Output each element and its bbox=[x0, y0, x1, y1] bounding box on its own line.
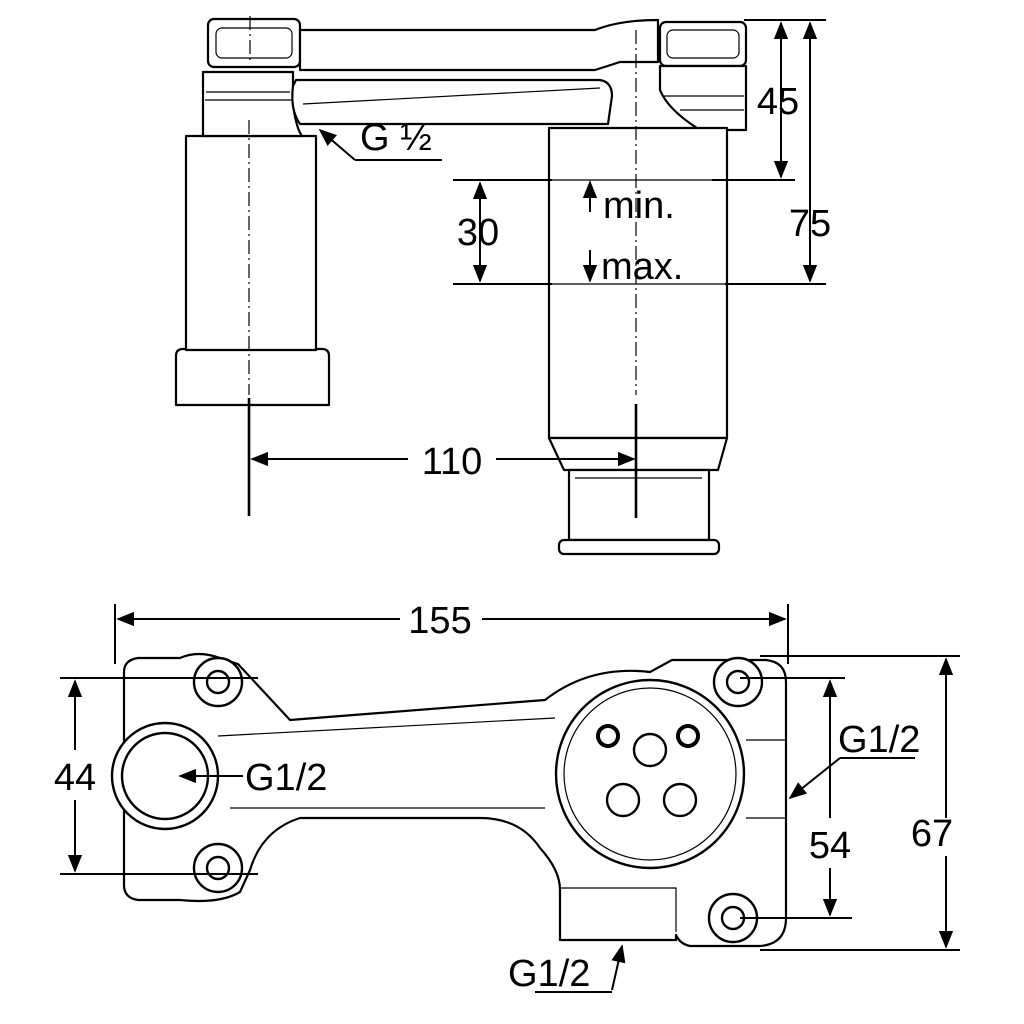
right-neck bbox=[658, 64, 748, 132]
left-body-cylinder bbox=[184, 134, 318, 352]
valve-port bbox=[605, 782, 641, 818]
valve-port bbox=[662, 782, 698, 818]
valve-disc-outer bbox=[554, 678, 746, 870]
dim-75-label: 75 bbox=[789, 203, 831, 245]
dim-54-label: 54 bbox=[809, 825, 851, 867]
left-body-collar bbox=[174, 347, 331, 407]
min-label: min. bbox=[603, 185, 675, 227]
right-foot bbox=[557, 538, 721, 556]
left-top-block bbox=[206, 17, 302, 69]
dim-44-label: 44 bbox=[54, 757, 96, 799]
dim-110-label: 110 bbox=[422, 441, 483, 483]
port-bottom-label: G1/2 bbox=[508, 953, 590, 995]
left-neck bbox=[201, 70, 304, 138]
side-view: 110 G ½ 45 75 30 min. max. bbox=[174, 16, 831, 556]
valve-port bbox=[632, 732, 668, 768]
mount-hole bbox=[205, 855, 231, 881]
valve-pin bbox=[676, 724, 700, 748]
bridge-lower bbox=[291, 78, 614, 126]
port-left-label: G1/2 bbox=[245, 757, 327, 799]
dim-45-label: 45 bbox=[757, 81, 799, 123]
plan-view: 155 44 G1/2 54 67 G1/2 G1/2 bbox=[54, 600, 960, 995]
mount-hole bbox=[725, 669, 751, 695]
right-taper bbox=[547, 436, 729, 472]
dim-67-label: 67 bbox=[911, 813, 953, 855]
valve-pin bbox=[596, 724, 620, 748]
dim-30-label: 30 bbox=[457, 212, 499, 254]
max-label: max. bbox=[601, 246, 683, 288]
mount-hole bbox=[205, 669, 231, 695]
right-top-block bbox=[658, 20, 748, 68]
thread-label: G ½ bbox=[360, 117, 432, 159]
dim-155-label: 155 bbox=[408, 600, 471, 642]
port-right-label: G1/2 bbox=[838, 719, 920, 761]
right-stem bbox=[567, 468, 711, 542]
bridge bbox=[298, 18, 660, 72]
